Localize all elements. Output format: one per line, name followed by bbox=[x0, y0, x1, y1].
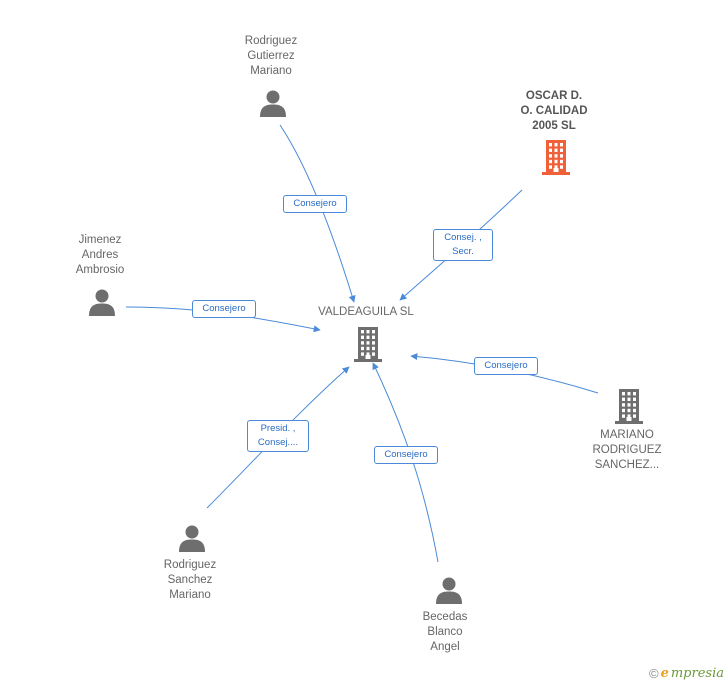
person-icon[interactable] bbox=[87, 287, 117, 322]
building-icon[interactable] bbox=[352, 326, 384, 367]
empresia-logo-text: mpresia bbox=[670, 666, 724, 681]
edge-label-mariano_rs[interactable]: Consejero bbox=[474, 357, 538, 375]
person-icon[interactable] bbox=[258, 88, 288, 123]
empresia-logo-mark: e bbox=[660, 666, 669, 681]
node-label-oscar[interactable]: OSCAR D. O. CALIDAD 2005 SL bbox=[520, 89, 588, 132]
edge-label-rodriguez_sanchez[interactable]: Presid. , Consej.... bbox=[247, 420, 309, 452]
edge-label-jimenez[interactable]: Consejero bbox=[192, 300, 256, 318]
person-icon[interactable] bbox=[177, 523, 207, 558]
node-label-rodriguez_sanchez[interactable]: Rodriguez Sanchez Mariano bbox=[163, 558, 217, 601]
copyright-symbol: © bbox=[648, 666, 659, 681]
building-icon[interactable] bbox=[613, 388, 645, 429]
edge-label-rodriguez_gutierrez[interactable]: Consejero bbox=[283, 195, 347, 213]
building-icon[interactable] bbox=[540, 139, 572, 180]
person-icon[interactable] bbox=[434, 575, 464, 610]
node-label-mariano_rs[interactable]: MARIANO RODRIGUEZ SANCHEZ... bbox=[592, 428, 662, 471]
node-label-rodriguez_gutierrez[interactable]: Rodriguez Gutierrez Mariano bbox=[244, 34, 298, 77]
node-label-becedas[interactable]: Becedas Blanco Angel bbox=[422, 610, 468, 653]
edge-rodriguez_gutierrez bbox=[279, 124, 356, 303]
node-label-jimenez[interactable]: Jimenez Andres Ambrosio bbox=[75, 233, 125, 276]
edge-label-becedas[interactable]: Consejero bbox=[374, 446, 438, 464]
edge-label-oscar[interactable]: Consej. , Secr. bbox=[433, 229, 493, 261]
node-label-valdeaguila[interactable]: VALDEAGUILA SL bbox=[318, 305, 414, 318]
